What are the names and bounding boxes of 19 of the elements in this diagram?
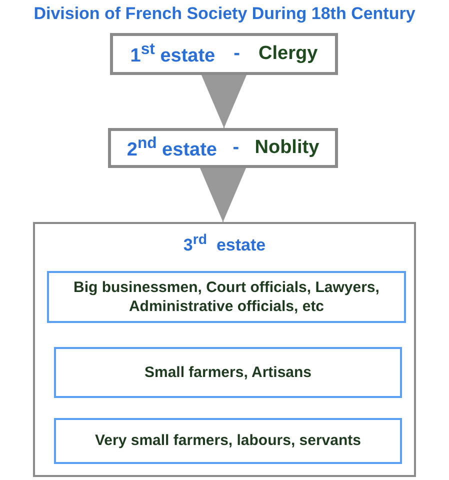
text-box [54,418,402,464]
group-description: Small farmers, Artisans [144,362,312,382]
diagram-title: Division of French Society During 18th Century [32,4,416,24]
group-box [33,222,416,477]
text-box [110,33,338,75]
estate-label: 2$^{nd}$ estate [126,134,217,162]
text-box [54,347,402,398]
triangle-arrow [201,74,247,128]
group-description: Big businessmen, Court officials, Lawyers, Administrative officials, etc [72,278,380,316]
group-description: Very small farmers, labours, servants [95,431,361,451]
text-box [108,128,338,168]
text-box [47,271,406,323]
dash-separator: - [232,137,240,159]
estate-name: Noblity [254,137,320,159]
dash-separator: - [234,43,240,65]
estate-name: Clergy [258,43,318,65]
estate-label: 3$^{rd}$ estate [182,232,267,256]
estate-label: 1$^{st}$ estate [130,40,216,68]
triangle-arrow [200,168,246,222]
